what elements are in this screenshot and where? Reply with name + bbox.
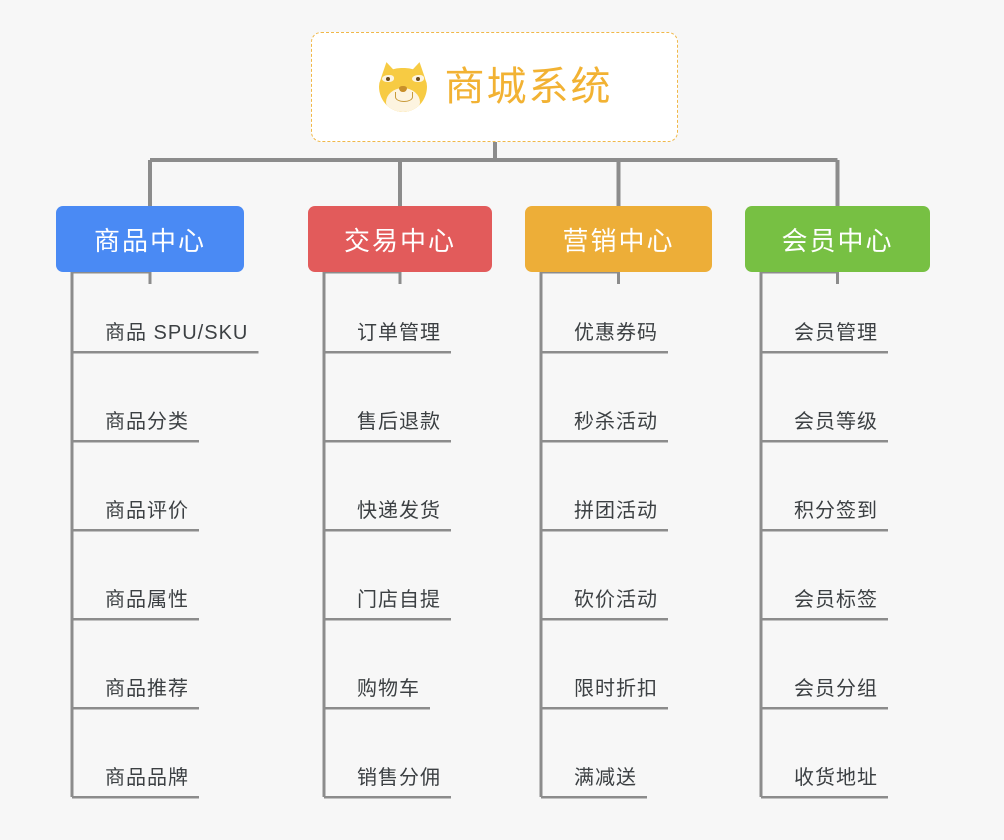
- leaf-node-3-5[interactable]: 限时折扣: [574, 678, 658, 700]
- leaf-node-3-3[interactable]: 拼团活动: [574, 500, 658, 522]
- leaf-node-3-4[interactable]: 砍价活动: [574, 589, 658, 611]
- leaf-node-3-6[interactable]: 满减送: [574, 767, 637, 789]
- root-node-content: 商城系统: [377, 60, 613, 112]
- leaf-node-4-3[interactable]: 积分签到: [794, 500, 878, 522]
- leaf-node-3-2[interactable]: 秒杀活动: [574, 411, 658, 433]
- dog-nose-icon: [398, 86, 407, 92]
- leaf-node-2-3[interactable]: 快递发货: [357, 500, 441, 522]
- category-node-2[interactable]: 交易中心: [308, 206, 492, 272]
- root-node-title: 商城系统: [444, 65, 613, 109]
- category-node-1[interactable]: 商品中心: [56, 206, 244, 272]
- leaf-node-1-3[interactable]: 商品评价: [105, 500, 189, 522]
- leaf-node-2-4[interactable]: 门店自提: [357, 589, 441, 611]
- shiba-inu-dog-face-icon: [377, 60, 429, 112]
- category-node-4[interactable]: 会员中心: [745, 206, 930, 272]
- dog-mouth-icon: [394, 92, 413, 102]
- leaf-node-2-1[interactable]: 订单管理: [357, 322, 441, 344]
- leaf-node-4-4[interactable]: 会员标签: [794, 589, 878, 611]
- leaf-node-1-6[interactable]: 商品品牌: [105, 767, 189, 789]
- leaf-node-3-1[interactable]: 优惠券码: [574, 322, 658, 344]
- leaf-node-1-5[interactable]: 商品推荐: [105, 678, 189, 700]
- leaf-node-4-2[interactable]: 会员等级: [794, 411, 878, 433]
- leaf-node-1-4[interactable]: 商品属性: [105, 589, 189, 611]
- category-node-label: 商品中心: [93, 225, 206, 256]
- category-node-label: 交易中心: [343, 225, 456, 256]
- leaf-node-2-2[interactable]: 售后退款: [357, 411, 441, 433]
- root-node[interactable]: 商城系统: [311, 32, 678, 142]
- leaf-node-4-5[interactable]: 会员分组: [794, 678, 878, 700]
- dog-pupil-right-icon: [415, 77, 420, 81]
- leaf-node-1-2[interactable]: 商品分类: [105, 411, 189, 433]
- category-node-3[interactable]: 营销中心: [525, 206, 712, 272]
- category-node-label: 营销中心: [562, 225, 675, 256]
- category-node-label: 会员中心: [781, 225, 894, 256]
- leaf-node-1-1[interactable]: 商品 SPU/SKU: [105, 322, 249, 344]
- dog-pupil-left-icon: [385, 77, 390, 81]
- leaf-node-4-1[interactable]: 会员管理: [794, 322, 878, 344]
- leaf-node-2-6[interactable]: 销售分佣: [357, 767, 441, 789]
- leaf-node-2-5[interactable]: 购物车: [357, 678, 420, 700]
- leaf-node-4-6[interactable]: 收货地址: [794, 767, 878, 789]
